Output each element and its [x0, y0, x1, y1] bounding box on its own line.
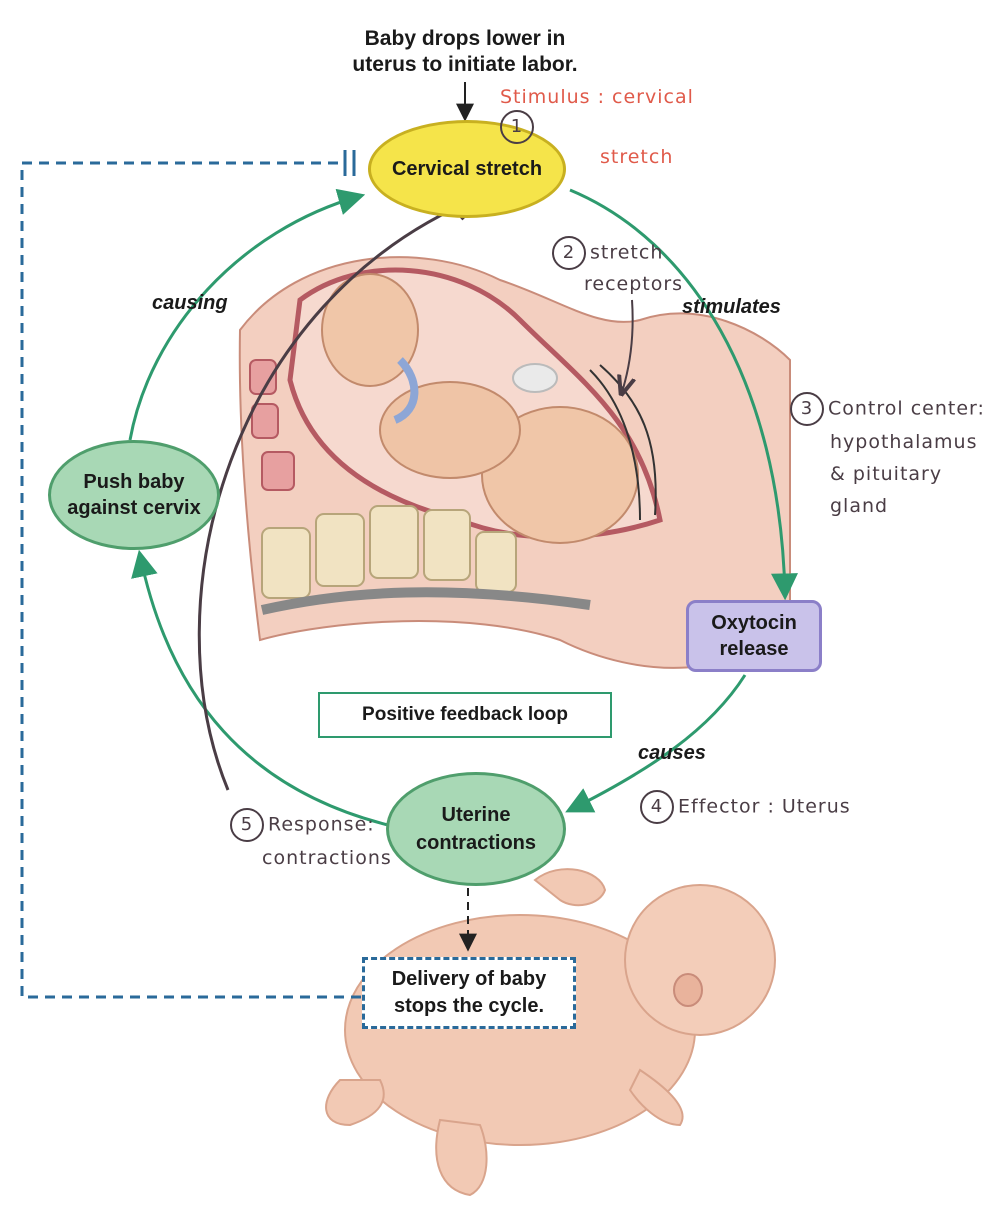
newborn-baby-illustration [325, 868, 776, 1197]
annotation-5-number: 5 [230, 808, 264, 842]
arrow-oxytocin-to-uterine [565, 674, 747, 813]
annotation-1-stimulus: Stimulus : cervical 1 stretch [500, 84, 700, 170]
node-push-baby: Push baby against cervix [48, 440, 220, 550]
annotation-1-number: 1 [500, 110, 534, 144]
top-caption-line2: uterus to initiate labor. [352, 53, 578, 76]
node-oxytocin-release: Oxytocin release [686, 600, 822, 672]
arrow-push-to-cervical [128, 188, 366, 441]
annotation-5-line2: contractions [262, 847, 392, 869]
top-caption: Baby drops lower in uterus to initiate l… [300, 26, 630, 78]
edge-label-stimulates: stimulates [682, 296, 781, 318]
node-uterine-contractions: Uterine contractions [386, 772, 566, 886]
top-caption-line1: Baby drops lower in [364, 27, 566, 50]
annotation-4-number: 4 [640, 790, 674, 824]
annotation-1-line2: stretch [600, 146, 674, 168]
node-cervical-stretch-label: Cervical stretch [391, 157, 543, 180]
annotation-1-line1: Stimulus : cervical [500, 86, 694, 108]
node-uterine-line1: Uterine [441, 804, 511, 826]
arrow-uterine-to-push [131, 549, 389, 827]
annotation-3-line1: Control center: [828, 397, 985, 420]
annotation-2-line2: receptors [584, 273, 684, 295]
node-delivery-line1: Delivery of baby [391, 968, 547, 990]
node-delivery: Delivery of baby stops the cycle. [362, 957, 576, 1029]
node-push-baby-line1: Push baby [83, 471, 185, 493]
node-uterine-line2: contractions [415, 832, 537, 854]
uterus-cross-section-illustration [238, 256, 791, 669]
node-push-baby-line2: against cervix [67, 497, 201, 519]
annotation-3-line2: hypothalamus [830, 431, 978, 453]
annotation-3-line3: & pituitary gland [830, 463, 943, 517]
node-cervical-stretch: Cervical stretch [368, 120, 566, 218]
annotation-3-number: 3 [790, 392, 824, 426]
node-oxytocin-line1: Oxytocin [711, 612, 797, 634]
annotation-2-number: 2 [552, 236, 586, 270]
annotation-5-line1: Response: [268, 813, 375, 836]
feedback-loop-arrows [128, 188, 798, 827]
title-label: Positive feedback loop [362, 704, 568, 725]
edge-label-causing: causing [152, 292, 228, 314]
title-positive-feedback-loop: Positive feedback loop [318, 692, 612, 738]
annotation-4-text: Effector : Uterus [678, 795, 851, 818]
edge-label-causes: causes [638, 742, 706, 764]
node-delivery-line2: stops the cycle. [393, 995, 545, 1017]
arrow-cervical-to-oxytocin [569, 188, 798, 601]
node-oxytocin-line2: release [719, 638, 789, 660]
annotation-arrow-response [197, 198, 478, 791]
annotation-arrow-receptors [622, 299, 633, 392]
inhibition-dashed-loop [20, 161, 362, 999]
annotation-2-line1: stretch [590, 241, 664, 264]
